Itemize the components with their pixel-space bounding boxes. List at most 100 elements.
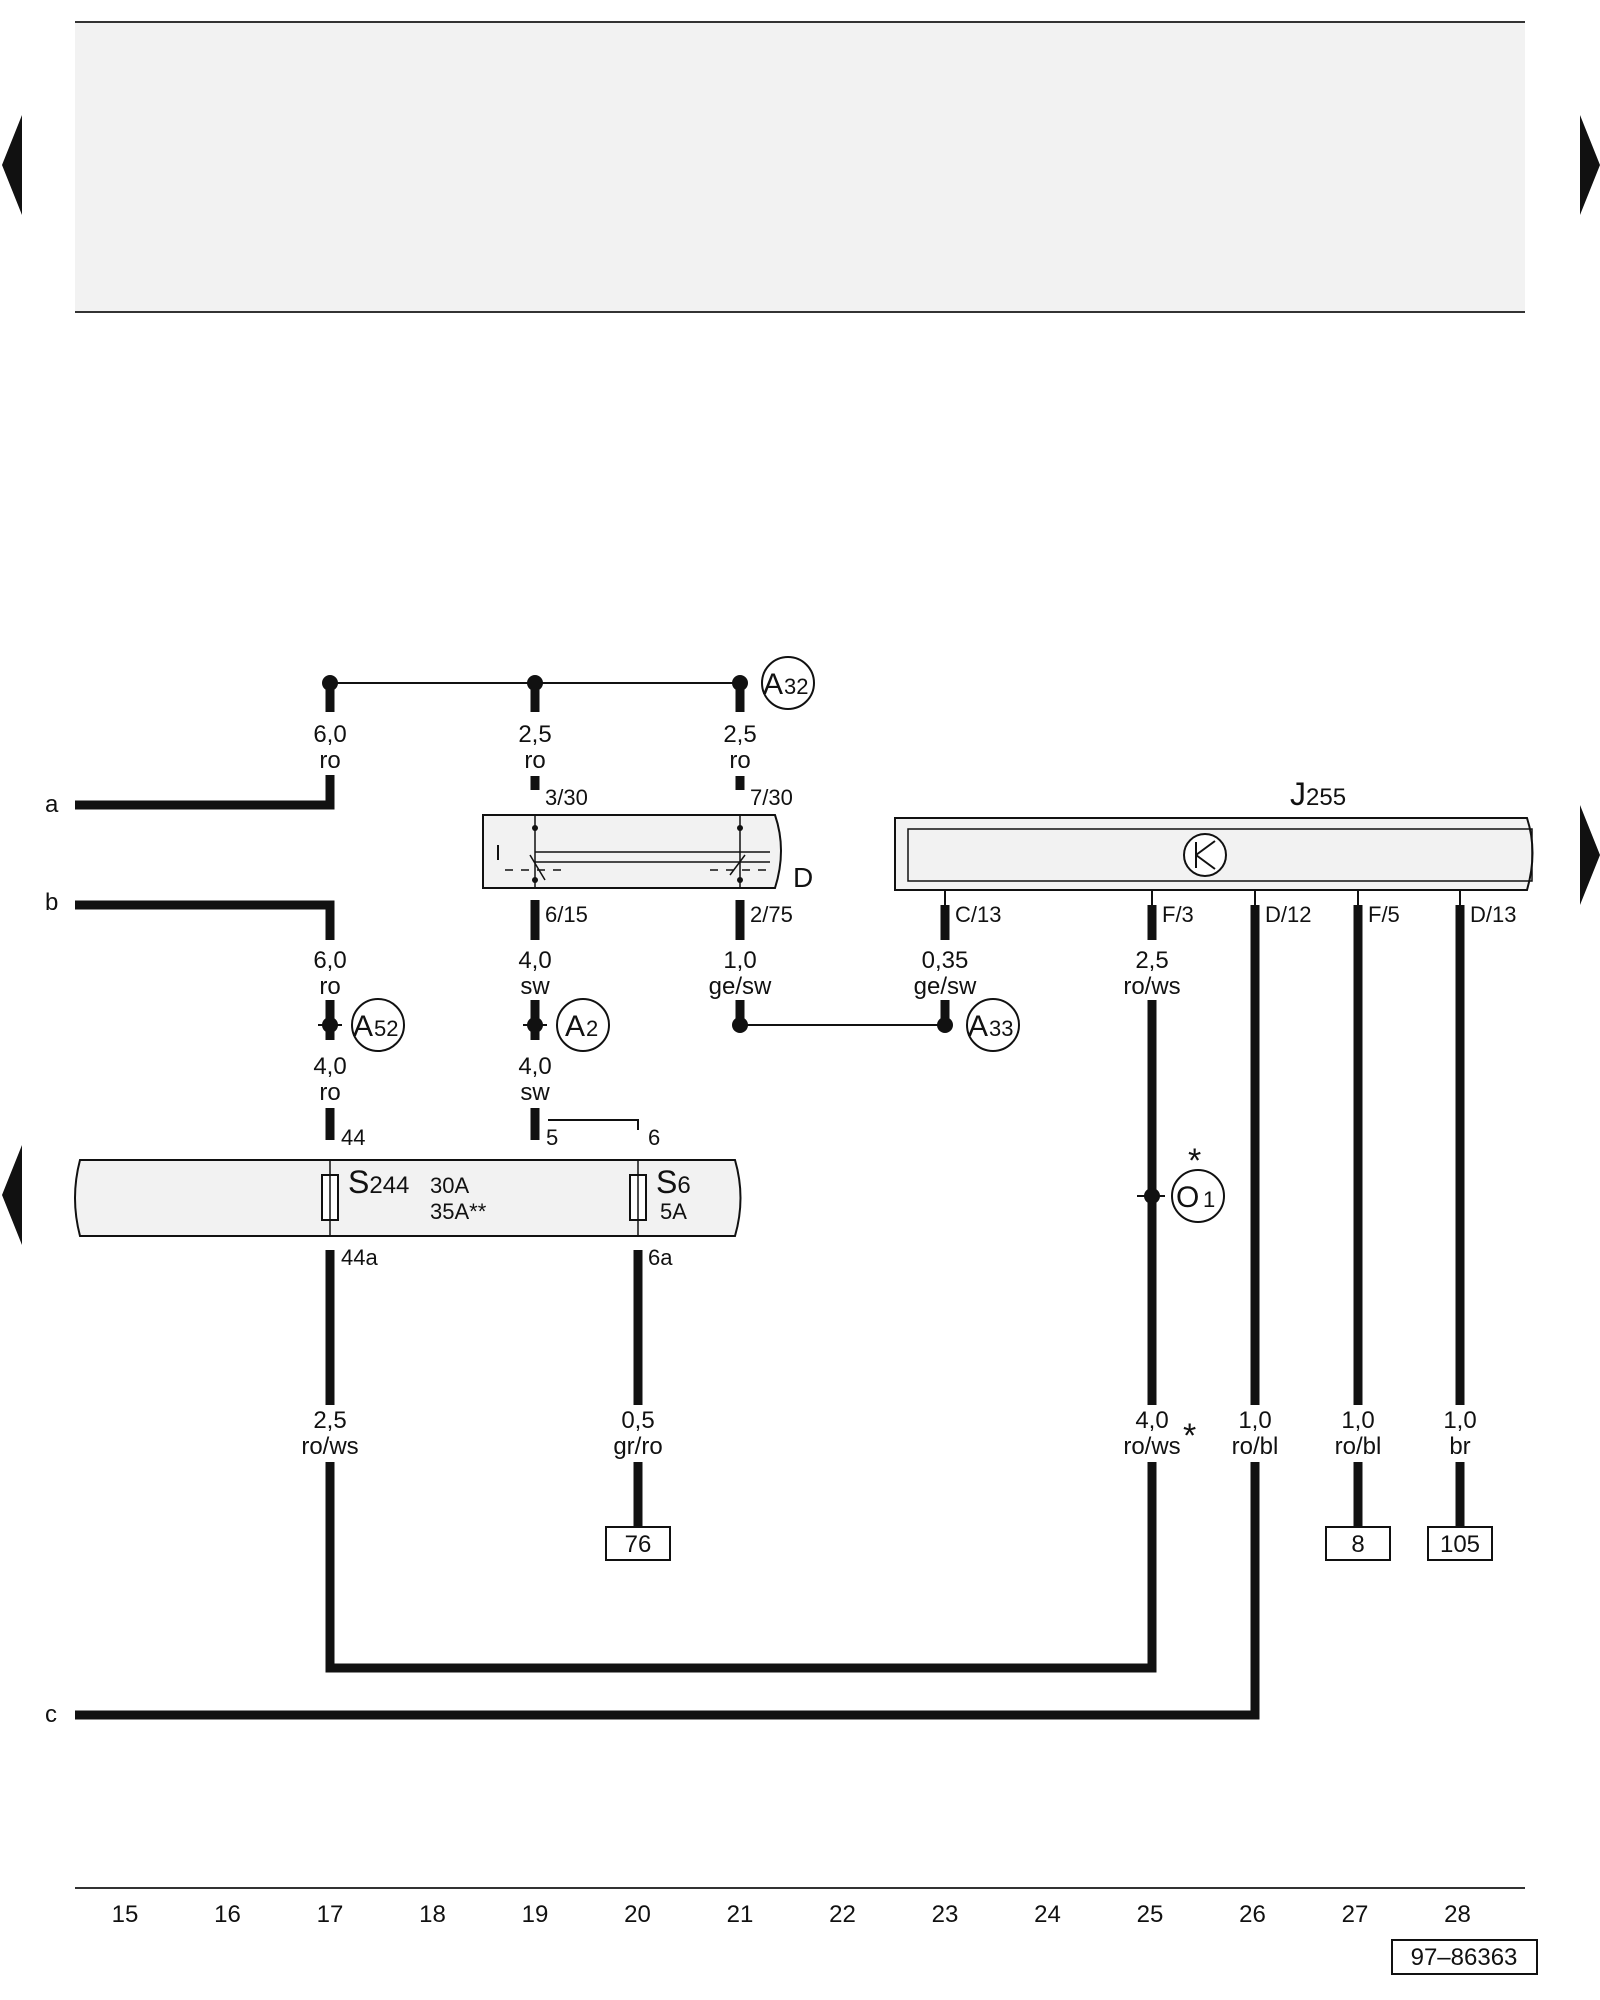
- fuse-rating: 5A: [660, 1199, 687, 1224]
- wire-b: [75, 900, 335, 940]
- svg-text:O: O: [1176, 1181, 1199, 1214]
- line-label-a: a: [45, 791, 59, 818]
- fuse-rating: 30A: [430, 1173, 469, 1198]
- terminal-label: D/12: [1265, 902, 1311, 927]
- line-label-b: b: [45, 889, 58, 916]
- wire-color: ro: [524, 747, 545, 774]
- svg-text:A: A: [353, 1010, 373, 1043]
- wire-color: ro: [319, 747, 340, 774]
- wire-size: 1,0: [1238, 1407, 1271, 1434]
- wire-color: ro/bl: [1335, 1433, 1382, 1460]
- line-label-c: c: [45, 1701, 57, 1728]
- connector-a32: A 32: [761, 656, 815, 710]
- wire-size: 2,5: [723, 721, 756, 748]
- track-number: 21: [727, 1901, 754, 1928]
- terminal-label: 5: [546, 1125, 558, 1150]
- wire-c: [75, 1462, 1260, 1720]
- fuse-s6: [629, 1160, 647, 1236]
- ref-box-105[interactable]: 105: [1427, 1526, 1493, 1561]
- wire-color: ge/sw: [709, 973, 772, 1000]
- wire-size: 0,35: [922, 947, 969, 974]
- wire-size: 1,0: [1341, 1407, 1374, 1434]
- connector-a2: A 2: [556, 998, 610, 1052]
- wire-size: 4,0: [518, 947, 551, 974]
- wire-size: 2,5: [313, 1407, 346, 1434]
- svg-text:76: 76: [625, 1531, 652, 1558]
- terminal-label: 3/30: [545, 785, 588, 810]
- terminal-label: 6a: [648, 1245, 673, 1270]
- junction-dot: [937, 1017, 953, 1033]
- terminal-label: F/5: [1368, 902, 1400, 927]
- label-bg: [300, 1410, 360, 1468]
- fuse-label-s6: S6: [656, 1164, 691, 1200]
- track-number: 16: [214, 1901, 241, 1928]
- ref-box-8[interactable]: 8: [1325, 1526, 1391, 1561]
- track-number: 20: [624, 1901, 651, 1928]
- terminal-label: 44a: [341, 1245, 378, 1270]
- svg-text:52: 52: [374, 1016, 398, 1041]
- wire-color: br: [1449, 1433, 1470, 1460]
- wire-size: 2,5: [1135, 947, 1168, 974]
- wire-color: sw: [520, 973, 550, 1000]
- wire-color: gr/ro: [613, 1433, 662, 1460]
- track-number: 15: [112, 1901, 139, 1928]
- bridge-5-6: [548, 1119, 639, 1130]
- wire-size: 1,0: [1443, 1407, 1476, 1434]
- wire-size: 4,0: [313, 1053, 346, 1080]
- wire-color: sw: [520, 1079, 550, 1106]
- track-number: 19: [522, 1901, 549, 1928]
- svg-text:32: 32: [784, 674, 808, 699]
- wire-size: 6,0: [313, 947, 346, 974]
- wire-color: ge/sw: [914, 973, 977, 1000]
- wire-color: ro/ws: [1123, 973, 1180, 1000]
- terminal-label: 6: [648, 1125, 660, 1150]
- track-number: 26: [1239, 1901, 1266, 1928]
- track-number: 23: [932, 1901, 959, 1928]
- svg-text:2: 2: [586, 1016, 598, 1041]
- wire-size: 2,5: [518, 721, 551, 748]
- fuse-rating: 35A**: [430, 1199, 487, 1224]
- wire-size: 1,0: [723, 947, 756, 974]
- svg-text:105: 105: [1440, 1531, 1480, 1558]
- wire-size: 4,0: [518, 1053, 551, 1080]
- terminal-label: 7/30: [750, 785, 793, 810]
- prev-page-arrow-icon[interactable]: [2, 115, 22, 215]
- wire-color: ro: [729, 747, 750, 774]
- track-number: 28: [1444, 1901, 1471, 1928]
- track-number: 24: [1034, 1901, 1061, 1928]
- track-number: 22: [829, 1901, 856, 1928]
- asterisk-note: *: [1188, 1142, 1201, 1180]
- wire-loop-17-25: [325, 1462, 1157, 1673]
- component-label-j255: J255: [1290, 776, 1346, 812]
- connector-o1: O 1: [1171, 1169, 1225, 1223]
- wire-size: 6,0: [313, 721, 346, 748]
- track-number: 27: [1342, 1901, 1369, 1928]
- terminal-label: 6/15: [545, 902, 588, 927]
- track-number: 17: [317, 1901, 344, 1928]
- fuse-label-s244: S244: [348, 1164, 409, 1200]
- wire-size: 0,5: [621, 1407, 654, 1434]
- svg-text:8: 8: [1351, 1531, 1364, 1558]
- svg-text:A: A: [968, 1010, 988, 1043]
- terminal-label: F/3: [1162, 902, 1194, 927]
- next-page-arrow-icon[interactable]: [1580, 115, 1600, 215]
- wire-color: ro/bl: [1232, 1433, 1279, 1460]
- terminal-label: C/13: [955, 902, 1001, 927]
- svg-text:A: A: [763, 668, 783, 701]
- track-number: 25: [1137, 1901, 1164, 1928]
- ref-box-76[interactable]: 76: [605, 1526, 671, 1561]
- fuse-s244: [321, 1160, 339, 1236]
- wire-color: ro/ws: [1123, 1433, 1180, 1460]
- svg-text:97–86363: 97–86363: [1411, 1944, 1518, 1971]
- header-band: [75, 22, 1525, 312]
- next-page-arrow-icon-mid[interactable]: [1580, 805, 1600, 905]
- svg-text:33: 33: [989, 1016, 1013, 1041]
- control-unit-j255: [894, 817, 1534, 891]
- terminal-label: 2/75: [750, 902, 793, 927]
- wire-a: [75, 775, 335, 810]
- wire-color: ro/ws: [301, 1433, 358, 1460]
- prev-page-arrow-icon-mid[interactable]: [2, 1145, 22, 1245]
- terminal-label: 44: [341, 1125, 365, 1150]
